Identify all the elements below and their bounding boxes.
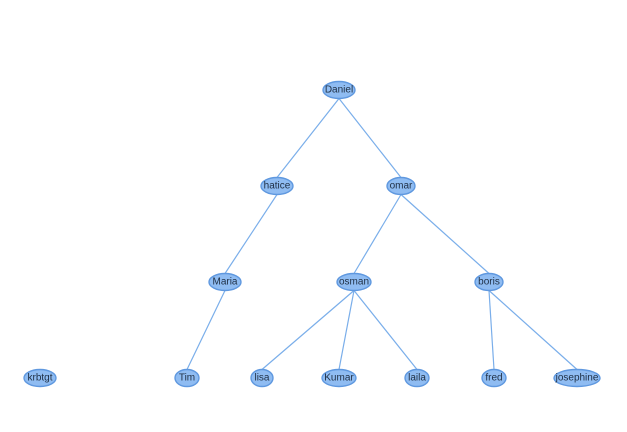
node-label: Daniel (325, 85, 353, 96)
node-label: omar (390, 181, 413, 192)
node-lisa[interactable]: lisa (250, 368, 274, 388)
node-shape (322, 80, 356, 100)
node-daniel[interactable]: Daniel (322, 80, 356, 100)
node-label: hatice (264, 181, 291, 192)
node-shape (260, 176, 294, 196)
node-label: Kumar (324, 373, 354, 384)
node-tim[interactable]: Tim (174, 368, 200, 388)
edge-osman-laila (353, 290, 418, 370)
edge-daniel-hatice (276, 98, 340, 178)
node-shape (386, 176, 416, 196)
node-label: lisa (254, 373, 269, 384)
node-shape (321, 368, 357, 388)
node-laila[interactable]: laila (404, 368, 430, 388)
node-krbtgt[interactable]: krbtgt (23, 368, 57, 388)
edge-maria-tim (186, 290, 226, 370)
edge-daniel-omar (338, 98, 402, 178)
node-josephine[interactable]: josephine (553, 368, 601, 388)
edge-boris-josephine (488, 290, 578, 370)
node-shape (208, 272, 242, 292)
edge-osman-kumar (338, 290, 355, 370)
node-shape (174, 368, 200, 388)
node-boris[interactable]: boris (474, 272, 504, 292)
node-label: osman (339, 277, 369, 288)
node-shape (23, 368, 57, 388)
edge-hatice-maria (224, 194, 278, 274)
node-osman[interactable]: osman (336, 272, 372, 292)
node-label: boris (478, 277, 500, 288)
node-label: Tim (179, 373, 195, 384)
edge-boris-fred (488, 290, 495, 370)
edge-omar-osman (353, 194, 402, 274)
node-shape (404, 368, 430, 388)
node-maria[interactable]: Maria (208, 272, 242, 292)
node-shape (474, 272, 504, 292)
edge-osman-lisa (261, 290, 355, 370)
node-shape (553, 368, 601, 388)
node-label: fred (485, 373, 502, 384)
edges-layer (186, 98, 578, 370)
node-fred[interactable]: fred (481, 368, 507, 388)
node-label: Maria (212, 277, 237, 288)
node-shape (481, 368, 507, 388)
node-hatice[interactable]: hatice (260, 176, 294, 196)
node-label: krbtgt (27, 373, 52, 384)
edge-omar-boris (400, 194, 490, 274)
node-shape (336, 272, 372, 292)
node-shape (250, 368, 274, 388)
node-omar[interactable]: omar (386, 176, 416, 196)
node-label: josephine (555, 373, 599, 384)
node-label: laila (408, 373, 426, 384)
node-kumar[interactable]: Kumar (321, 368, 357, 388)
